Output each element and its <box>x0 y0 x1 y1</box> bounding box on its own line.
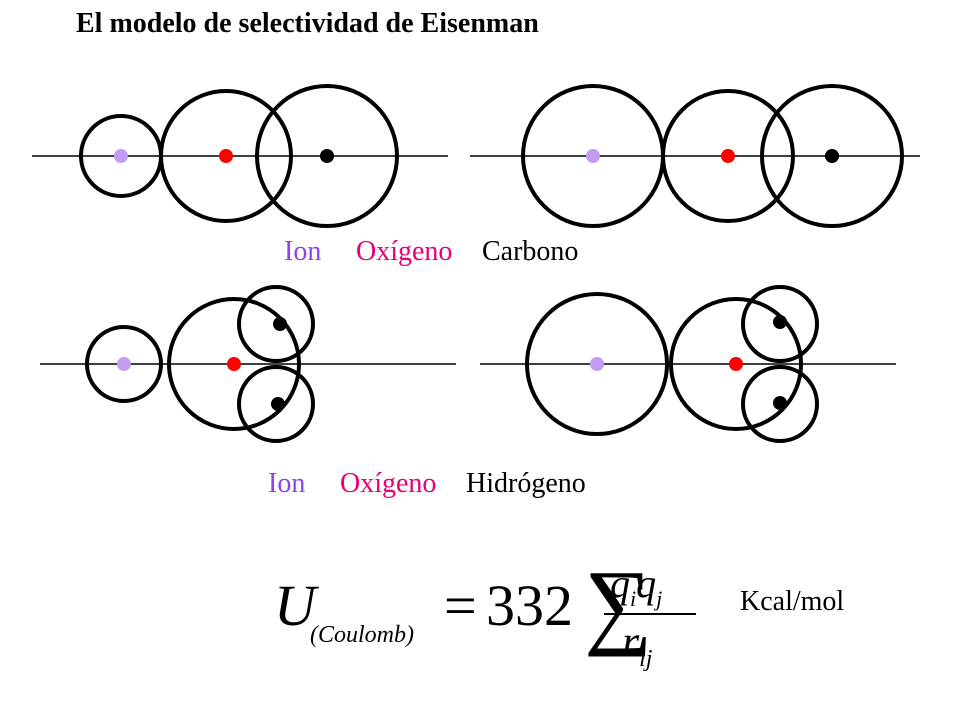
coulomb-formula: U (Coulomb) = 332 ∑ qiqj rij <box>272 552 702 682</box>
numerator-q1: q <box>610 561 630 606</box>
oxygen-shell <box>669 297 803 431</box>
label-ion-row1: Ion <box>284 236 322 267</box>
oxygen-shell <box>661 89 795 223</box>
oxygen-nucleus <box>227 357 241 371</box>
ion-nucleus <box>586 149 600 163</box>
summation-sign: ∑ <box>584 550 653 657</box>
ion-nucleus <box>114 149 128 163</box>
label-ion-row2: Ion <box>268 468 306 499</box>
carbon-shell <box>255 84 399 228</box>
numerator-q2: q <box>636 561 657 606</box>
formula-subscript: (Coulomb) <box>310 622 414 648</box>
formula-numerator: qiqj <box>610 560 662 612</box>
formula-constant: 332 <box>486 573 573 638</box>
hydrogen-nucleus-bottom <box>773 396 787 410</box>
oxygen-nucleus <box>219 149 233 163</box>
oxygen-shell <box>159 89 293 223</box>
label-oxygen-row2: Oxígeno <box>340 468 437 499</box>
panel-large-ion-carbonyl <box>470 84 920 228</box>
hydrogen-nucleus-bottom <box>271 397 285 411</box>
hydrogen-shell-top <box>741 285 819 363</box>
oxygen-nucleus <box>729 357 743 371</box>
panel-small-ion-carbonyl <box>32 84 448 228</box>
oxygen-nucleus <box>721 149 735 163</box>
denominator-ij: ij <box>639 645 653 672</box>
fraction-bar <box>604 613 696 615</box>
ion-nucleus <box>590 357 604 371</box>
formula-units: Kcal/mol <box>740 586 845 617</box>
label-oxygen-row1: Oxígeno <box>356 236 453 267</box>
numerator-i: i <box>630 586 637 611</box>
formula-equals: = <box>444 573 477 638</box>
hydrogen-nucleus-top <box>773 315 787 329</box>
hydrogen-shell-top <box>237 285 315 363</box>
carbon-nucleus <box>825 149 839 163</box>
denominator-r: r <box>622 617 640 666</box>
ion-shell <box>525 292 669 436</box>
panel-large-ion-water <box>480 285 896 443</box>
ion-nucleus <box>117 357 131 371</box>
hydrogen-shell-bottom <box>237 365 315 443</box>
hydrogen-nucleus-top <box>273 317 287 331</box>
ion-shell <box>85 325 163 403</box>
carbon-shell <box>760 84 904 228</box>
label-hydrogen-row2: Hidrógeno <box>466 468 586 499</box>
label-carbon-row1: Carbono <box>482 236 579 267</box>
carbon-nucleus <box>320 149 334 163</box>
hydrogen-shell-bottom <box>741 365 819 443</box>
panel-small-ion-water <box>40 285 456 443</box>
formula-lhs: U <box>274 573 316 638</box>
numerator-j: j <box>656 586 663 611</box>
oxygen-shell <box>167 297 301 431</box>
formula-denominator: rij <box>622 616 652 673</box>
page-title: El modelo de selectividad de Eisenman <box>76 8 539 39</box>
